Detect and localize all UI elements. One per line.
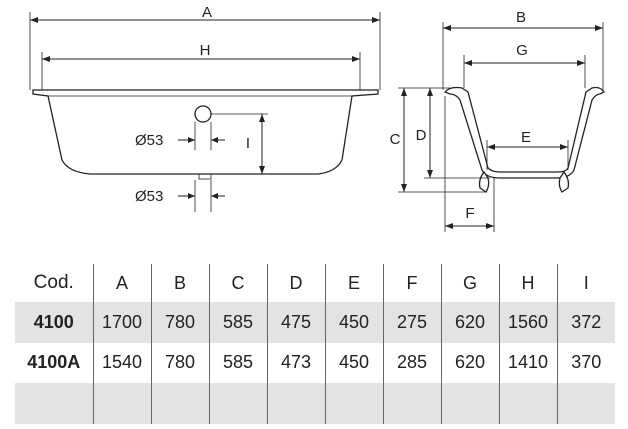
table-cell — [266, 383, 325, 424]
table-cell — [498, 383, 557, 424]
dimension-b-label: B — [516, 9, 526, 26]
table-header-row: Cod. A B C D E F G H I — [15, 264, 615, 302]
dimension-spec-table: Cod. A B C D E F G H I 4100 1700 780 585… — [15, 264, 615, 424]
table-row: 4100A 1540 780 585 473 450 285 620 1410 … — [15, 342, 615, 384]
table-cell — [150, 383, 209, 424]
column-header-i: I — [556, 264, 615, 302]
table-cell: 285 — [382, 342, 441, 384]
column-header-g: G — [440, 264, 499, 302]
table-cell: 585 — [208, 342, 267, 384]
table-cell: 450 — [324, 342, 383, 384]
dimension-i-label: I — [246, 135, 250, 152]
table-cell: 1410 — [498, 342, 557, 384]
drain-diameter-label: Ø53 — [135, 188, 163, 205]
column-header-e: E — [324, 264, 383, 302]
table-cell: 372 — [556, 302, 615, 343]
table-cell: 275 — [382, 302, 441, 343]
table-cell — [324, 383, 383, 424]
bathtub-dimension-drawing: A H I Ø53 Ø53 — [29, 4, 605, 232]
table-cell: 473 — [266, 342, 325, 384]
column-header-h: H — [498, 264, 557, 302]
dimension-f-label: F — [465, 205, 474, 222]
table-cell: 780 — [150, 342, 209, 384]
dimension-g-label: G — [516, 42, 528, 59]
foot-right-icon — [558, 170, 570, 193]
table-cell-code — [15, 383, 93, 424]
column-header-d: D — [266, 264, 325, 302]
column-header-b: B — [150, 264, 209, 302]
column-header-code: Cod. — [33, 272, 74, 293]
table-cell: 1560 — [498, 302, 557, 343]
tub-side-outline — [32, 89, 379, 175]
table-cell-code: 4100A — [27, 352, 81, 373]
table-cell — [92, 383, 151, 424]
table-cell-code: 4100 — [15, 302, 93, 343]
dimension-d-label: D — [416, 127, 427, 144]
table-cell: 450 — [324, 302, 383, 343]
table-cell: 780 — [150, 302, 209, 343]
table-cell: 620 — [440, 302, 499, 343]
overflow-hole — [194, 105, 212, 123]
dimension-a-label: A — [202, 4, 212, 21]
table-cell — [556, 383, 615, 424]
table-cell: 1700 — [92, 302, 151, 343]
table-cell: 620 — [440, 342, 499, 384]
table-row: 4100 1700 780 585 475 450 275 620 1560 3… — [15, 302, 615, 343]
column-header-f: F — [382, 264, 441, 302]
column-header-a: A — [92, 264, 151, 302]
table-cell: 585 — [208, 302, 267, 343]
table-row — [15, 383, 615, 424]
table-cell — [382, 383, 441, 424]
side-view: A H I Ø53 Ø53 — [29, 4, 381, 212]
dimension-h-label: H — [200, 42, 211, 59]
column-header-c: C — [208, 264, 267, 302]
table-cell — [440, 383, 499, 424]
end-view: B G C D E — [390, 9, 605, 232]
dimension-e-label: E — [521, 129, 531, 146]
overflow-diameter-label: Ø53 — [135, 132, 163, 149]
dimension-c-label: C — [390, 131, 401, 148]
table-cell: 475 — [266, 302, 325, 343]
table-cell — [208, 383, 267, 424]
table-cell: 1540 — [92, 342, 151, 384]
table-cell: 370 — [556, 342, 615, 384]
